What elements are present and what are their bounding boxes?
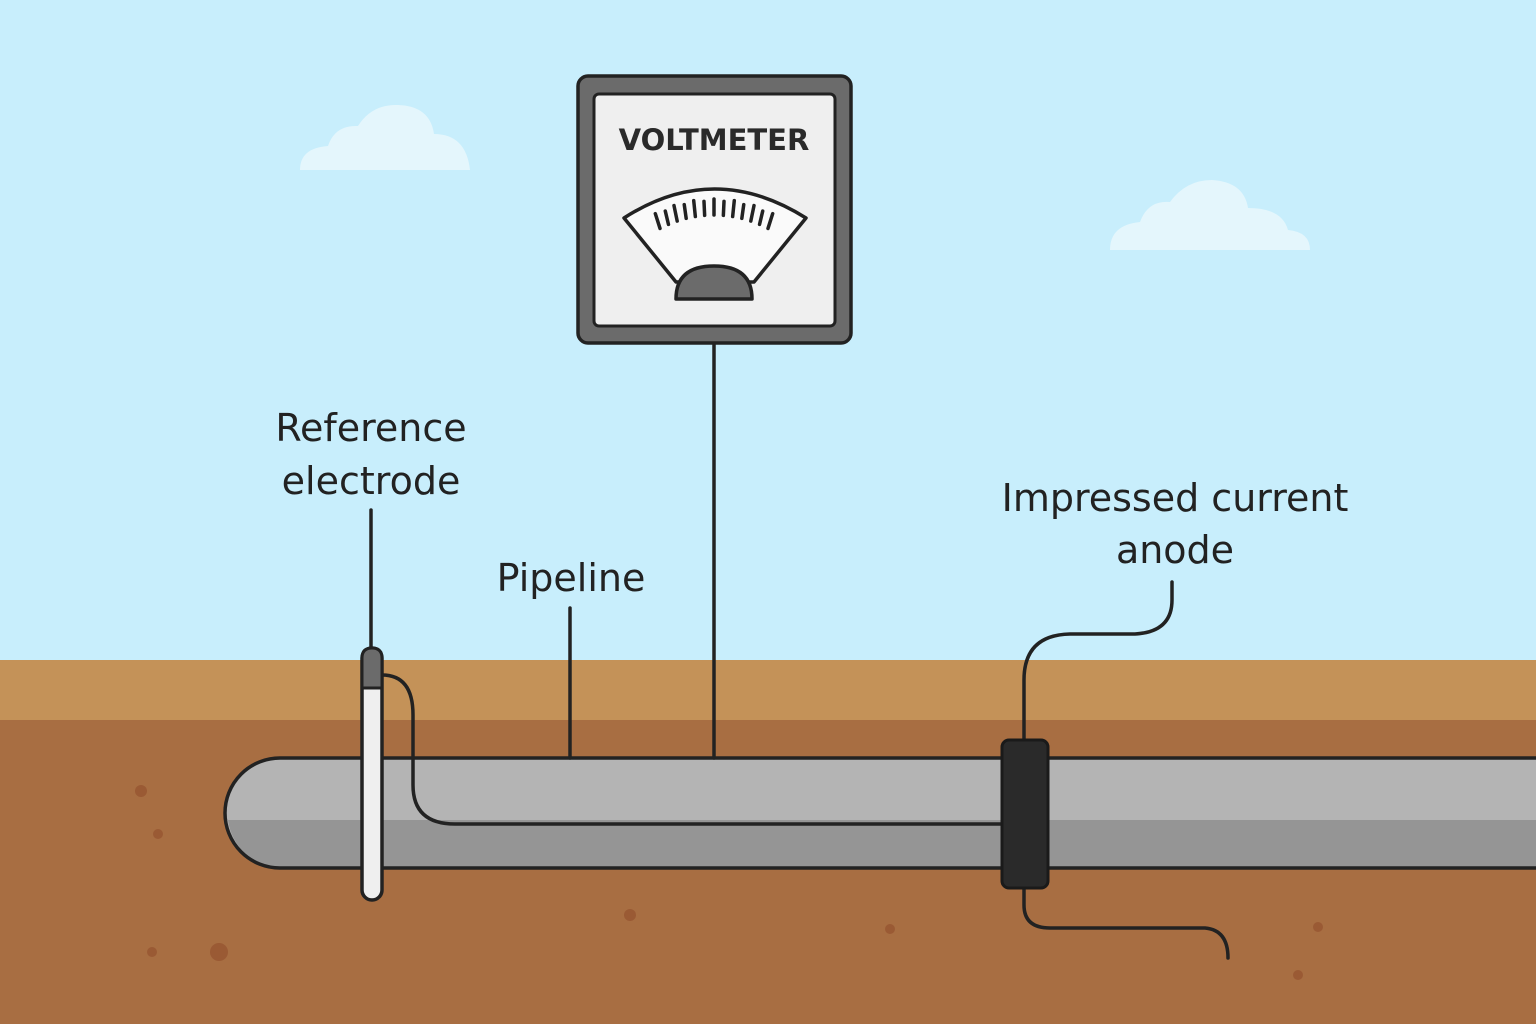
label-anode-line2: anode [1116,528,1234,572]
dial-tick [749,203,756,223]
impressed-current-anode [1000,738,1050,890]
cloud-left [300,104,470,170]
label-anode-line1: Impressed current [1002,476,1349,520]
dial-ticks [653,197,775,231]
voltmeter: VOLTMETER [576,74,853,345]
soil-pebbles [135,785,1323,980]
anode-cable-lower [1022,884,1230,960]
label-reference-line2: electrode [282,459,461,503]
cloud-right [1110,180,1310,250]
dial-tick [740,202,746,221]
voltmeter-title: VOLTMETER [619,123,810,157]
electrode-wire [380,673,1005,826]
pipeline [223,756,1536,870]
dial-tick [682,202,688,221]
dial-tick [663,209,671,227]
dial-tick [653,211,662,231]
dial-tick [672,203,679,223]
dial-tick [691,198,698,219]
dial-tick [730,198,737,219]
reference-electrode [360,646,384,902]
dial-tick [702,199,707,218]
label-pipeline: Pipeline [497,556,646,600]
dial-tick [757,209,765,227]
dial-tick [721,199,726,218]
anode-cable-upper [1022,580,1174,744]
label-reference-line1: Reference [275,406,466,450]
voltmeter-dial [622,187,808,284]
dial-tick [766,211,775,231]
dial-hub [674,264,754,301]
topsoil [0,660,1536,722]
